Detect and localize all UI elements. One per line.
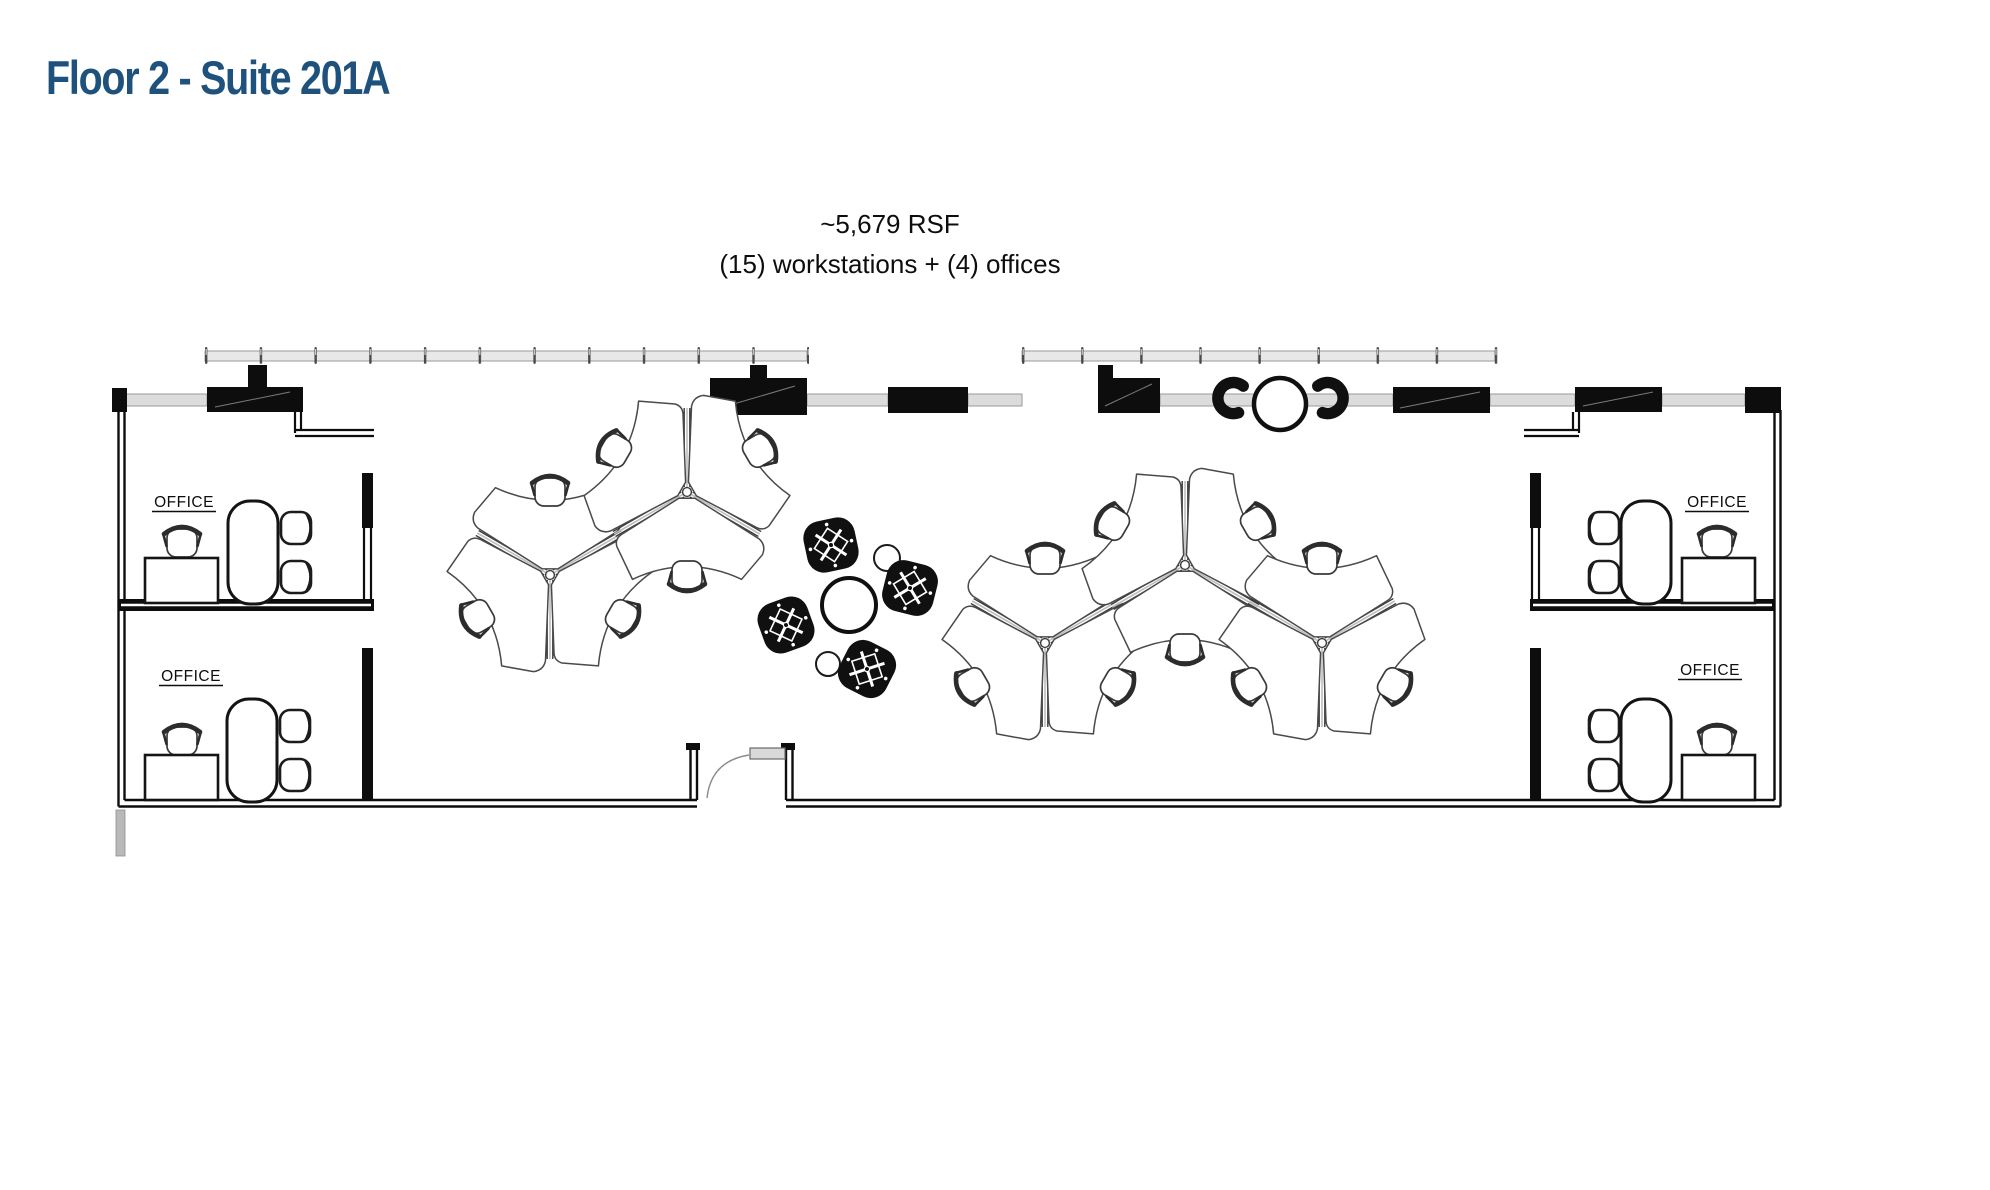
office-desk <box>143 556 220 605</box>
reception-meeting-area <box>1215 375 1345 433</box>
side-table <box>815 651 841 677</box>
door-leaf <box>749 747 786 760</box>
summary-rsf: ~5,679 RSF <box>820 209 960 239</box>
office-desk <box>1680 753 1757 802</box>
lounge-table <box>820 576 878 634</box>
interior-walls-left <box>118 412 374 800</box>
office-label: OFFICE <box>154 494 214 511</box>
workstation-group-left <box>420 383 817 684</box>
summary-counts: (15) workstations + (4) offices <box>719 249 1061 279</box>
office-upper-right: OFFICE <box>1587 494 1757 606</box>
office-label: OFFICE <box>1687 494 1747 511</box>
office-desk <box>143 753 220 802</box>
office-label: OFFICE <box>1680 662 1740 679</box>
north-window-wall <box>112 344 1781 415</box>
office-lower-right: OFFICE <box>1587 662 1757 804</box>
workstation-group-right <box>915 456 1425 752</box>
reception-table <box>1251 375 1309 433</box>
lounge-seating <box>751 512 944 706</box>
wall-columns <box>112 365 1781 415</box>
office-lower-left: OFFICE <box>143 668 312 804</box>
door-swing-arc <box>706 754 750 799</box>
office-label: OFFICE <box>161 668 221 685</box>
wall-stub-below <box>115 809 126 857</box>
office-upper-left: OFFICE <box>143 494 313 606</box>
entry-door <box>686 743 795 800</box>
office-desk <box>1680 556 1757 605</box>
page-title: Floor 2 - Suite 201A <box>46 51 391 104</box>
plan-summary: ~5,679 RSF (15) workstations + (4) offic… <box>390 204 1390 284</box>
